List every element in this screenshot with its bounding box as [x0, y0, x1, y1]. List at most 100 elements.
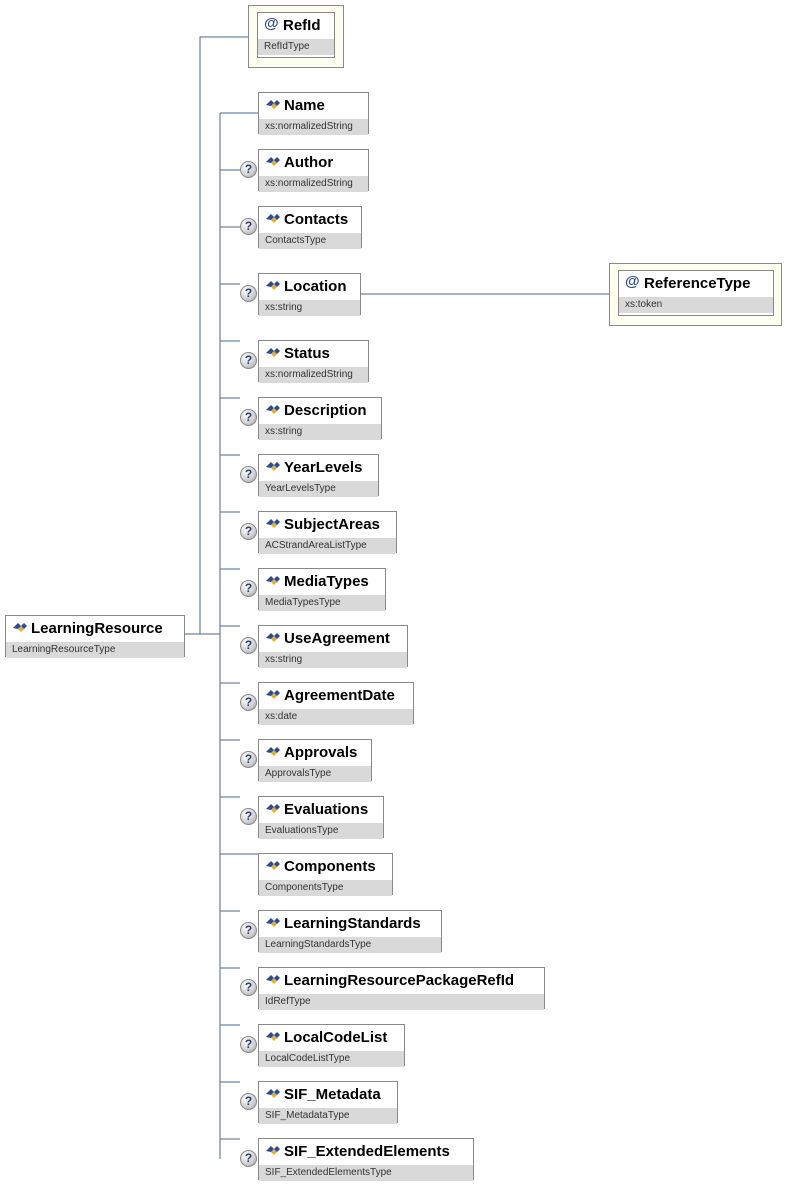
optional-marker-icon: ? [240, 979, 257, 996]
element-type: ContactsType [259, 233, 361, 249]
element-label: Description [284, 402, 367, 419]
element-diamond-icon [266, 157, 280, 166]
element-label: Components [284, 858, 376, 875]
element-type: EvaluationsType [259, 823, 383, 839]
optional-marker-icon: ? [240, 1036, 257, 1053]
element-label: LearningResourcePackageRefId [284, 972, 515, 989]
element-type: xs:string [259, 652, 407, 668]
root-element-name: LearningResource [31, 620, 163, 637]
optional-marker-icon: ? [240, 466, 257, 483]
referencetype-attribute[interactable]: @ ReferenceType xs:token [618, 270, 774, 316]
element-agreementdate[interactable]: AgreementDate xs:date [258, 682, 414, 725]
element-type: SIF_MetadataType [259, 1108, 397, 1124]
element-diamond-icon [266, 1089, 280, 1098]
element-diamond-icon [266, 576, 280, 585]
element-diamond-icon [266, 1032, 280, 1041]
element-diamond-icon [266, 975, 280, 984]
element-diamond-icon [266, 747, 280, 756]
element-diamond-icon [266, 918, 280, 927]
optional-marker-icon: ? [240, 285, 257, 302]
optional-marker-icon: ? [240, 580, 257, 597]
element-label: MediaTypes [284, 573, 369, 590]
element-label: YearLevels [284, 459, 363, 476]
element-branches [220, 112, 258, 1140]
element-label: AgreementDate [284, 687, 395, 704]
element-type: YearLevelsType [259, 481, 378, 497]
element-label: Approvals [284, 744, 358, 761]
optional-marker-icon: ? [240, 218, 257, 235]
refid-attribute-type: RefIdType [258, 39, 334, 55]
optional-marker-icon: ? [240, 161, 257, 178]
optional-marker-icon: ? [240, 409, 257, 426]
element-diamond-icon [266, 281, 280, 290]
element-label: Author [284, 154, 334, 171]
element-label: UseAgreement [284, 630, 390, 647]
element-label: SubjectAreas [284, 516, 380, 533]
element-type: xs:normalizedString [259, 176, 368, 192]
element-label: Contacts [284, 211, 349, 228]
element-diamond-icon [266, 519, 280, 528]
referencetype-attribute-type: xs:token [619, 297, 773, 313]
element-label: SIF_Metadata [284, 1086, 381, 1103]
optional-marker-icon: ? [240, 1093, 257, 1110]
root-connector [184, 36, 248, 635]
root-element[interactable]: LearningResource LearningResourceType [5, 615, 185, 658]
element-type: LearningStandardsType [259, 937, 441, 953]
element-label: LearningStandards [284, 915, 421, 932]
optional-marker-icon: ? [240, 352, 257, 369]
element-type: ComponentsType [259, 880, 392, 896]
optional-marker-icon: ? [240, 808, 257, 825]
element-type: xs:normalizedString [259, 367, 368, 383]
refid-attribute[interactable]: @ RefId RefIdType [257, 12, 335, 58]
element-diamond-icon [266, 462, 280, 471]
optional-marker-icon: ? [240, 1150, 257, 1167]
element-type: ApprovalsType [259, 766, 371, 782]
referencetype-attribute-name: ReferenceType [644, 275, 751, 292]
element-diamond-icon [266, 214, 280, 223]
element-type: SIF_ExtendedElementsType [259, 1165, 473, 1181]
element-type: MediaTypesType [259, 595, 385, 611]
element-label: LocalCodeList [284, 1029, 388, 1046]
optional-marker-icon: ? [240, 922, 257, 939]
element-type: xs:date [259, 709, 413, 725]
element-type: LocalCodeListType [259, 1051, 404, 1067]
element-label: Evaluations [284, 801, 369, 818]
element-author[interactable]: Author xs:normalizedString [258, 149, 369, 192]
element-type: ACStrandAreaListType [259, 538, 396, 554]
element-diamond-icon [13, 623, 27, 632]
element-diamond-icon [266, 348, 280, 357]
optional-marker-icon: ? [240, 637, 257, 654]
referencetype-attribute-container: @ ReferenceType xs:token [609, 263, 782, 326]
element-label: Location [284, 278, 347, 295]
optional-marker-icon: ? [240, 523, 257, 540]
element-type: IdRefType [259, 994, 544, 1010]
refid-attribute-container: @ RefId RefIdType [248, 5, 344, 68]
optional-marker-icon: ? [240, 694, 257, 711]
element-label: SIF_ExtendedElements [284, 1143, 450, 1160]
element-type: xs:normalizedString [259, 119, 368, 135]
attribute-at-icon: @ [625, 273, 640, 290]
element-diamond-icon [266, 861, 280, 870]
root-element-type: LearningResourceType [6, 642, 184, 658]
refid-attribute-name: RefId [283, 17, 321, 34]
element-diamond-icon [266, 1146, 280, 1155]
element-useagreement[interactable]: UseAgreement xs:string [258, 625, 408, 668]
element-diamond-icon [266, 405, 280, 414]
